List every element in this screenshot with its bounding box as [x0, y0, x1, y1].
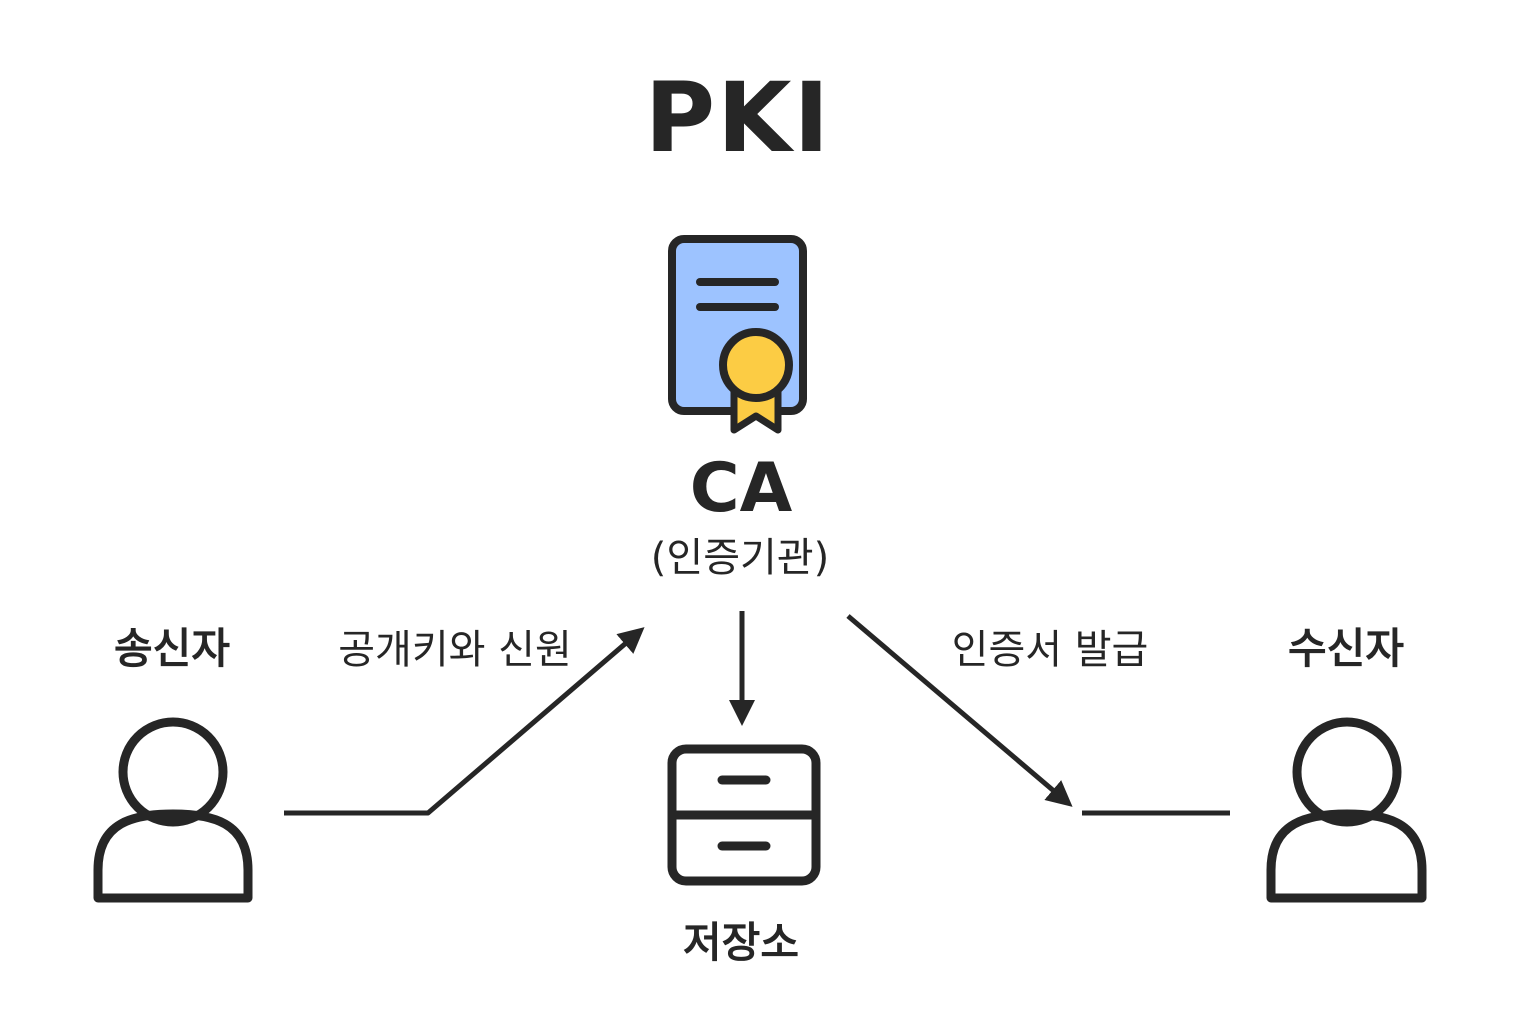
- file-cabinet-icon: [667, 744, 821, 886]
- receiver-label: 수신자: [1288, 624, 1404, 673]
- certificate-seal: [719, 328, 793, 402]
- sender-person-icon: [93, 717, 253, 903]
- ca-subtitle: (인증기관): [650, 535, 830, 581]
- repository-label: 저장소: [683, 918, 799, 967]
- edge-label-ca-to-receiver: 인증서 발급: [951, 627, 1149, 673]
- arrow-sender-to-ca: [284, 627, 645, 816]
- edge-label-sender-to-ca: 공개키와 신원: [338, 627, 572, 673]
- sender-label: 송신자: [114, 624, 230, 673]
- arrow-ca-to-receiver: [846, 614, 1073, 807]
- certificate-icon: [668, 235, 807, 434]
- page-title: PKI: [644, 62, 832, 174]
- ca-label: CA: [689, 449, 793, 528]
- receiver-person-icon: [1266, 717, 1427, 903]
